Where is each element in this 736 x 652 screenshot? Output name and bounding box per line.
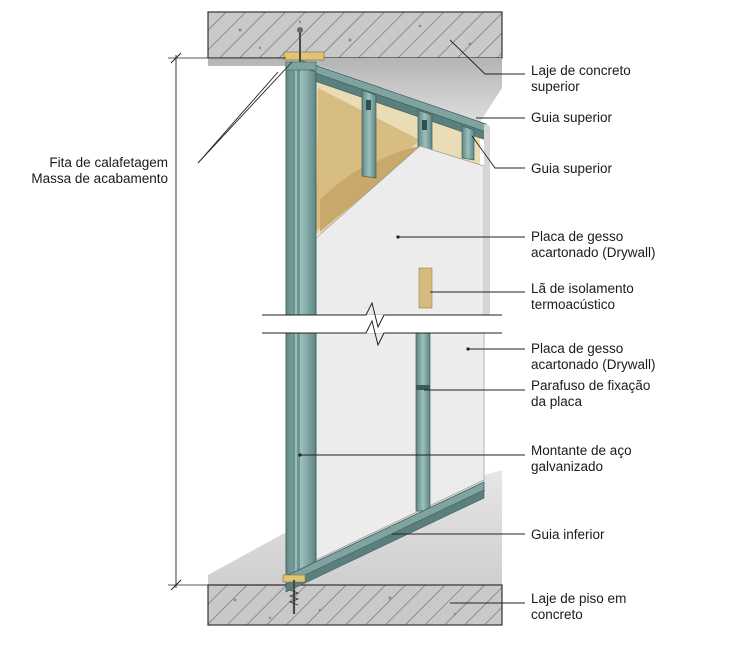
- label-insulation-line2: termoacústico: [531, 297, 615, 312]
- label-screw-line2: da placa: [531, 394, 583, 409]
- label-drywall-2-line1: Placa de gesso: [531, 341, 623, 356]
- label-stud-line2: galvanizado: [531, 459, 603, 474]
- label-floor-slab-line2: concreto: [531, 607, 583, 622]
- upper-slab: [207, 11, 503, 122]
- leader-lines: [197, 39, 525, 604]
- drywall-board-upper: [315, 124, 490, 316]
- label-upper-track-2: Guia superior: [531, 161, 613, 176]
- floor-anchor: [282, 574, 306, 614]
- label-upper-track-1: Guia superior: [531, 110, 613, 125]
- label-screw-line1: Parafuso de fixação: [531, 378, 650, 393]
- label-drywall-1-line1: Placa de gesso: [531, 229, 623, 244]
- inner-stud-lower: [415, 332, 431, 512]
- label-upper-slab-line2: superior: [531, 79, 580, 94]
- upper-studs: [361, 89, 475, 179]
- label-drywall-2-line2: acartonado (Drywall): [531, 357, 656, 372]
- label-floor-slab-line1: Laje de piso em: [531, 591, 626, 606]
- insulation-strip: [418, 267, 433, 309]
- label-insulation-line1: Lã de isolamento: [531, 281, 634, 296]
- label-drywall-1-line2: acartonado (Drywall): [531, 245, 656, 260]
- label-caulk-tape: Fita de calafetagem: [49, 155, 168, 170]
- label-stud-line1: Montante de aço: [531, 443, 632, 458]
- label-finishing-compound: Massa de acabamento: [31, 171, 168, 186]
- label-lower-track: Guia inferior: [531, 527, 605, 542]
- caulk-tape: [283, 27, 325, 62]
- height-dimension-line: [168, 52, 286, 591]
- lower-track: [285, 481, 485, 593]
- break-line: [262, 301, 502, 347]
- label-upper-slab-line1: Laje de concreto: [531, 63, 631, 78]
